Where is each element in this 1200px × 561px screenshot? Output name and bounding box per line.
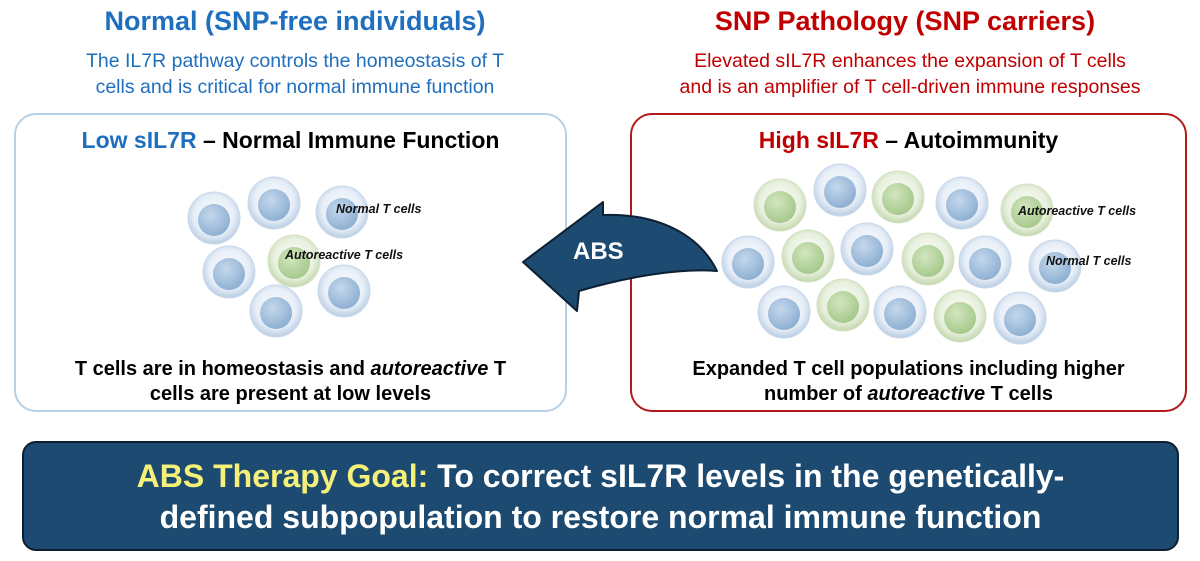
normal-t-cell [813,163,867,217]
therapy-goal-line1-rest: To correct sIL7R levels in the genetical… [428,458,1065,494]
snp-caption-line1: Expanded T cell populations including hi… [692,358,1125,380]
snp-subtitle: Elevated sIL7R enhances the expansion of… [630,48,1190,100]
normal-subtitle-line1: The IL7R pathway controls the homeostasi… [85,50,505,72]
right-normal-cells-label: Normal T cells [1046,254,1132,268]
snp-panel-title: High sIL7R – Autoimmunity [630,127,1187,154]
therapy-goal-line1: ABS Therapy Goal: To correct sIL7R level… [24,456,1177,497]
normal-t-cell [249,284,303,338]
normal-subtitle: The IL7R pathway controls the homeostasi… [20,48,570,100]
autoreactive-t-cell [781,229,835,283]
therapy-goal-text: ABS Therapy Goal: To correct sIL7R level… [24,456,1177,538]
autoreactive-t-cell [933,289,987,343]
normal-t-cell [993,291,1047,345]
normal-caption-text-a: T cells are in homeostasis and [74,358,371,380]
snp-caption-text-b: T cells [985,383,1053,405]
normal-panel-title-rest: – Normal Immune Function [196,127,500,153]
normal-t-cell [873,285,927,339]
high-sil7r-label: High sIL7R [758,127,879,153]
normal-t-cell [935,176,989,230]
normal-t-cell [958,235,1012,289]
therapy-goal-line2: defined subpopulation to restore normal … [159,499,1042,535]
normal-t-cell [840,222,894,276]
snp-panel-title-rest: – Autoimmunity [878,127,1059,153]
normal-t-cell [202,245,256,299]
snp-caption-emphasis: autoreactive [867,383,986,405]
therapy-goal-heading: ABS Therapy Goal: [136,458,429,494]
autoreactive-t-cell [816,278,870,332]
autoreactive-t-cell [753,178,807,232]
right-autoreactive-cells-label: Autoreactive T cells [1018,204,1137,218]
autoreactive-t-cell [871,170,925,224]
therapy-goal-banner: ABS Therapy Goal: To correct sIL7R level… [22,441,1179,551]
abs-arrow-label: ABS [573,238,624,265]
normal-t-cell [757,285,811,339]
normal-t-cell [317,264,371,318]
normal-t-cell [187,191,241,245]
normal-caption-emphasis: autoreactive [370,358,489,380]
abs-arrow [522,201,718,312]
autoreactive-t-cell [901,232,955,286]
snp-caption: Expanded T cell populations including hi… [630,357,1187,407]
low-sil7r-label: Low sIL7R [81,127,197,153]
snp-subtitle-line1: Elevated sIL7R enhances the expansion of… [694,50,1126,72]
normal-caption-text-b: T [488,358,507,380]
snp-subtitle-line2: and is an amplifier of T cell-driven imm… [679,76,1141,98]
snp-pathology-heading: SNP Pathology (SNP carriers) [714,6,1096,36]
normal-subtitle-line2: cells and is critical for normal immune … [95,76,495,98]
normal-caption-line1: T cells are in homeostasis and autoreact… [14,357,567,382]
normal-caption: T cells are in homeostasis and autoreact… [14,357,567,407]
autoreactive-t-cell [1000,183,1054,237]
left-autoreactive-cells-label: Autoreactive T cells [285,248,404,262]
snp-caption-line2: number of autoreactive T cells [630,382,1187,407]
snp-caption-text-a: number of [764,383,868,405]
normal-heading: Normal (SNP-free individuals) [104,6,486,36]
normal-t-cell [247,176,301,230]
normal-t-cell [721,235,775,289]
autoreactive-t-cell [267,234,321,288]
normal-t-cell [315,185,369,239]
normal-t-cell [1028,239,1082,293]
left-normal-cells-label: Normal T cells [336,202,422,216]
normal-panel-title: Low sIL7R – Normal Immune Function [14,127,567,154]
normal-caption-line2: cells are present at low levels [149,383,432,405]
